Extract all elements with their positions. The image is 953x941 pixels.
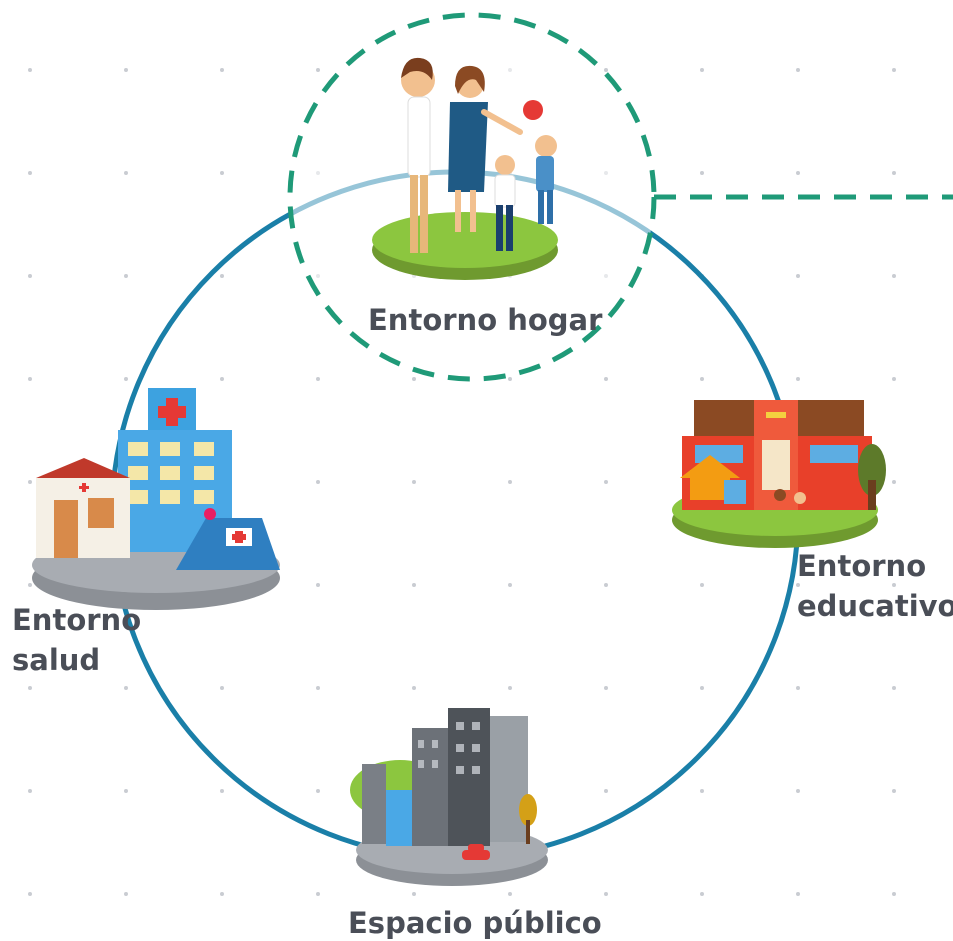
label-entorno-educativo-line1: Entorno: [797, 549, 927, 583]
grid-dot: [508, 892, 512, 896]
grid-dot: [412, 892, 416, 896]
grid-dot: [316, 789, 320, 793]
label-espacio-publico: Espacio público: [348, 906, 602, 940]
grid-dot: [220, 274, 224, 278]
label-entorno-salud-line2: salud: [12, 643, 101, 677]
grid-dot: [892, 789, 896, 793]
grid-dot: [316, 686, 320, 690]
grid-dot: [28, 583, 32, 587]
grid-dot: [892, 686, 896, 690]
grid-dot: [316, 892, 320, 896]
grid-dot: [28, 686, 32, 690]
label-entorno-hogar: Entorno hogar: [368, 303, 603, 337]
grid-dot: [700, 686, 704, 690]
grid-dot: [28, 377, 32, 381]
grid-dot: [220, 171, 224, 175]
grid-dot: [508, 686, 512, 690]
grid-dot: [604, 68, 608, 72]
grid-dot: [316, 480, 320, 484]
grid-dot: [892, 274, 896, 278]
grid-dot: [28, 892, 32, 896]
grid-dot: [604, 377, 608, 381]
grid-dot: [700, 171, 704, 175]
grid-dot: [604, 892, 608, 896]
grid-dot: [220, 68, 224, 72]
grid-dot: [796, 686, 800, 690]
grid-dot: [508, 480, 512, 484]
grid-dot: [892, 171, 896, 175]
grid-dot: [700, 583, 704, 587]
grid-dot: [124, 789, 128, 793]
grid-dot: [892, 583, 896, 587]
grid-dot: [796, 377, 800, 381]
grid-dot: [220, 686, 224, 690]
grid-dot: [316, 377, 320, 381]
school-icon: [672, 400, 886, 548]
grid-dot: [892, 892, 896, 896]
grid-dot: [604, 583, 608, 587]
grid-dot: [796, 583, 800, 587]
grid-dot: [892, 68, 896, 72]
grid-dot: [412, 480, 416, 484]
grid-dot: [796, 892, 800, 896]
grid-dot: [220, 789, 224, 793]
grid-dot: [124, 377, 128, 381]
grid-dot: [508, 377, 512, 381]
grid-dot: [124, 171, 128, 175]
label-entorno-educativo-line2: educativo: [797, 589, 953, 623]
label-entorno-salud: Entorno salud: [12, 600, 141, 680]
grid-dot: [604, 686, 608, 690]
grid-dot: [124, 892, 128, 896]
grid-dot: [412, 583, 416, 587]
grid-dot: [28, 274, 32, 278]
grid-dot: [412, 377, 416, 381]
grid-dot: [508, 583, 512, 587]
hospital-icon: [32, 388, 280, 610]
grid-dot: [28, 480, 32, 484]
label-entorno-educativo: Entorno educativo: [797, 546, 953, 626]
grid-dot: [892, 377, 896, 381]
city-icon: [350, 708, 548, 886]
grid-dot: [316, 68, 320, 72]
grid-dot: [796, 171, 800, 175]
grid-dot: [28, 789, 32, 793]
grid-dot: [28, 171, 32, 175]
label-entorno-salud-line1: Entorno: [12, 603, 142, 637]
grid-dot: [604, 480, 608, 484]
grid-dot: [700, 789, 704, 793]
grid-dot: [796, 789, 800, 793]
grid-dot: [796, 274, 800, 278]
grid-dot: [124, 68, 128, 72]
family-icon: [372, 57, 558, 280]
grid-dot: [28, 68, 32, 72]
grid-dot: [124, 274, 128, 278]
grid-dot: [412, 686, 416, 690]
grid-dot: [700, 377, 704, 381]
grid-dot: [220, 892, 224, 896]
grid-dot: [124, 686, 128, 690]
grid-dot: [892, 480, 896, 484]
grid-dot: [700, 68, 704, 72]
grid-dot: [604, 789, 608, 793]
grid-dot: [220, 377, 224, 381]
grid-dot: [700, 892, 704, 896]
grid-dot: [796, 68, 800, 72]
grid-dot: [316, 583, 320, 587]
